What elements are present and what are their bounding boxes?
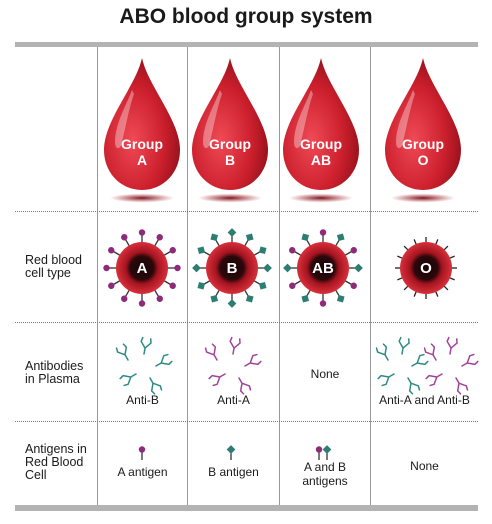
blood-drop-icon: Group A [104, 58, 180, 203]
antigen-icon [138, 228, 146, 244]
column-divider [97, 47, 98, 505]
cell-letter: O [420, 260, 432, 277]
column-divider [187, 47, 188, 505]
cell-spike [448, 255, 455, 260]
red-blood-cell-icon: AB [282, 228, 364, 308]
bottom-divider [15, 505, 478, 511]
antigen-icon [319, 292, 327, 308]
antigen-icon [102, 264, 118, 272]
red-blood-cell-icon: A [102, 228, 182, 308]
drop-label-type: O [418, 152, 429, 168]
antigen-icon [138, 292, 146, 308]
red-blood-cell-icon: O [395, 237, 457, 299]
cell-spike [397, 255, 404, 260]
antigen-label-line: antigens [302, 474, 348, 488]
row-label-line: Red blood [25, 253, 82, 267]
column-divider [279, 47, 280, 505]
row-label-line: cell type [25, 266, 71, 280]
antigen-label: A and B antigens [280, 460, 370, 488]
blood-drop-icon: Group B [192, 58, 268, 203]
blood-drop-icon: Group AB [283, 58, 359, 203]
cell-spike [413, 290, 418, 297]
antibody-label: Anti-A [217, 393, 250, 407]
antigen-icon [226, 292, 238, 309]
drop-label-group: Group [402, 136, 444, 152]
antibody-icon [203, 336, 263, 396]
antibody-icon [114, 336, 174, 396]
antigen-icon [166, 264, 182, 272]
antibody-icon [374, 336, 430, 396]
antibody-icon [422, 336, 480, 396]
row-label-line: Cell [25, 468, 47, 482]
cell-letter: A [137, 260, 148, 277]
drop-label-type: AB [311, 152, 331, 168]
antigen-icon [319, 228, 327, 244]
cell-spike [434, 290, 439, 297]
drop-label-type: B [225, 152, 235, 168]
antibody-label: None [310, 367, 340, 381]
antigen-b-icon [225, 444, 237, 461]
row-label-antibodies: Antibodies in Plasma [25, 360, 83, 386]
cell-letter: AB [312, 260, 334, 277]
drop-label-group: Group [300, 136, 342, 152]
antigen-icon [347, 262, 364, 274]
row-label-line: Antibodies [25, 359, 84, 373]
row-divider [15, 211, 478, 212]
antigen-icon [191, 262, 208, 274]
antigen-ab-icon [315, 444, 333, 461]
red-blood-cell-icon: B [191, 227, 273, 309]
top-divider [15, 42, 478, 47]
drop-label-type: A [137, 152, 147, 168]
row-label-cell-type: Red blood cell type [25, 254, 82, 280]
cell-spike [397, 276, 404, 281]
blood-drop-icon: Group O [385, 58, 461, 203]
antigen-label: A antigen [117, 465, 168, 479]
antibody-label: Anti-A and Anti-B [379, 393, 470, 407]
row-divider [15, 421, 478, 422]
antigen-label-line: A and B [303, 460, 347, 474]
antigen-icon [282, 262, 299, 274]
row-divider [15, 322, 478, 323]
cell-spike [448, 276, 455, 281]
drop-label-group: Group [121, 136, 163, 152]
cell-spike [413, 239, 418, 246]
antigen-icon [256, 262, 273, 274]
drop-label-group: Group [209, 136, 251, 152]
antigen-icon [226, 227, 238, 244]
row-label-line: in Plasma [25, 372, 80, 386]
page-title: ABO blood group system [119, 5, 373, 28]
antigen-label: None [410, 459, 439, 473]
antibody-label: Anti-B [126, 393, 159, 407]
cell-letter: B [227, 260, 238, 277]
cell-spike [434, 239, 439, 246]
antigen-a-icon [138, 445, 146, 461]
row-label-line: Red Blood [25, 455, 84, 469]
column-divider [370, 47, 371, 505]
antigen-label: B antigen [208, 465, 259, 479]
row-label-antigens: Antigens in Red Blood Cell [25, 443, 87, 482]
row-label-line: Antigens in [25, 442, 87, 456]
